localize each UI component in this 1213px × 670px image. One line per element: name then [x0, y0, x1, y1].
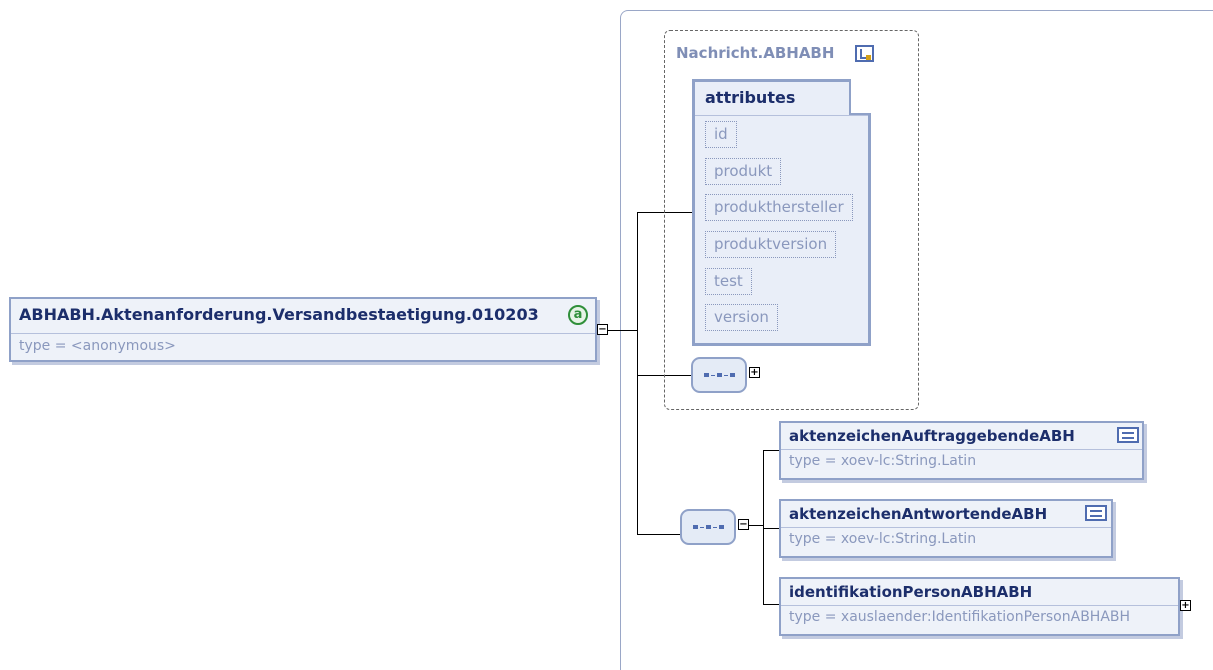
element-name: aktenzeichenAuftraggebendeABH	[789, 427, 1075, 445]
element-aktenzeichen-antwortende-abh[interactable]: aktenzeichenAntwortendeABH type = xoev-l…	[779, 499, 1113, 558]
attribute-item[interactable]: produkt	[705, 158, 782, 185]
sequence-compositor-icon[interactable]	[691, 357, 747, 393]
root-element[interactable]: ABHABH.Aktenanforderung.Versandbestaetig…	[9, 297, 597, 362]
attribute-item[interactable]: id	[705, 121, 737, 148]
connector	[637, 534, 681, 535]
element-type: type = xauslaender:IdentifikationPersonA…	[789, 609, 1131, 625]
root-element-type: type = <anonymous>	[19, 338, 176, 354]
element-expand-toggle[interactable]: +	[1180, 600, 1191, 611]
element-type: type = xoev-lc:String.Latin	[789, 531, 977, 547]
connector	[749, 525, 763, 526]
element-type: type = xoev-lc:String.Latin	[789, 453, 977, 469]
connector	[763, 450, 764, 605]
attributes-divider	[695, 115, 868, 116]
attributes-title: attributes	[705, 88, 796, 107]
connector	[763, 450, 779, 451]
connector	[763, 528, 779, 529]
attributes-box-corner	[849, 79, 871, 115]
connector	[608, 330, 637, 331]
attribute-item[interactable]: produkthersteller	[705, 194, 853, 221]
element-identifikation-person-abhabh[interactable]: identifikationPersonABHABH type = xausla…	[779, 577, 1180, 636]
complex-type-icon	[855, 45, 874, 62]
root-element-name: ABHABH.Aktenanforderung.Versandbestaetig…	[19, 305, 539, 324]
attribute-item[interactable]: test	[705, 268, 752, 295]
root-collapse-toggle[interactable]: −	[597, 324, 608, 335]
sequence-collapse-toggle[interactable]: −	[738, 519, 749, 530]
group-title: Nachricht.ABHABH	[676, 44, 835, 62]
group-nachricht-abhabh	[664, 30, 919, 410]
element-name: aktenzeichenAntwortendeABH	[789, 505, 1048, 523]
connector	[763, 604, 779, 605]
attributes-box: attributes	[692, 79, 871, 346]
simple-type-icon	[1117, 427, 1139, 443]
connector	[637, 212, 638, 535]
attribute-item[interactable]: produktversion	[705, 231, 837, 258]
content-frame	[620, 10, 1213, 670]
sequence-compositor-icon[interactable]	[680, 509, 736, 545]
attribute-item[interactable]: version	[705, 304, 778, 331]
sequence-expand-toggle[interactable]: +	[749, 367, 760, 378]
attribute-badge-icon: a	[568, 305, 588, 325]
element-name: identifikationPersonABHABH	[789, 583, 1033, 601]
simple-type-icon	[1085, 505, 1107, 521]
element-aktenzeichen-auftraggebende-abh[interactable]: aktenzeichenAuftraggebendeABH type = xoe…	[779, 421, 1144, 480]
